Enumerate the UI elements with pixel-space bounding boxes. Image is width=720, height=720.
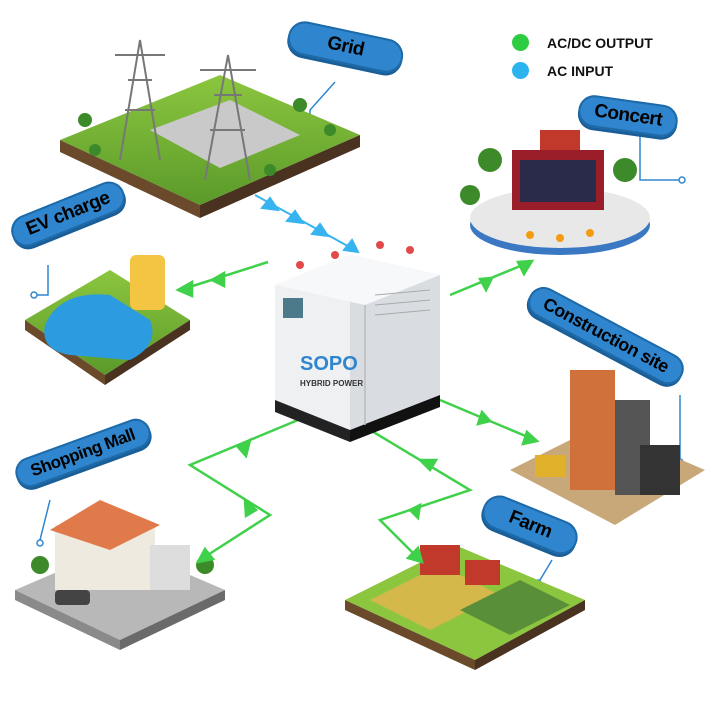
tower-icon [115, 39, 256, 181]
farm-scene [345, 545, 585, 670]
legend-label-output: AC/DC OUTPUT [547, 34, 653, 51]
unit-product-line: HYBRID POWER [300, 379, 363, 388]
sopo-power-unit [275, 241, 440, 442]
concert-scene [460, 130, 650, 255]
legend-item-output: AC/DC OUTPUT [512, 34, 653, 51]
grid-scene [60, 39, 360, 218]
car-icon [44, 294, 153, 360]
input-dot-icon [512, 62, 529, 79]
output-dot-icon [512, 34, 529, 51]
mall-scene [15, 500, 225, 650]
legend-label-input: AC INPUT [547, 62, 614, 79]
ev-scene [25, 255, 190, 385]
ac-input-flow [254, 194, 360, 254]
legend: AC/DC OUTPUT AC INPUT [512, 34, 653, 90]
legend-item-input: AC INPUT [512, 62, 653, 79]
ac-dc-output-flow [175, 259, 540, 564]
construction-scene [510, 370, 705, 525]
unit-brand: SOPO [300, 353, 358, 375]
